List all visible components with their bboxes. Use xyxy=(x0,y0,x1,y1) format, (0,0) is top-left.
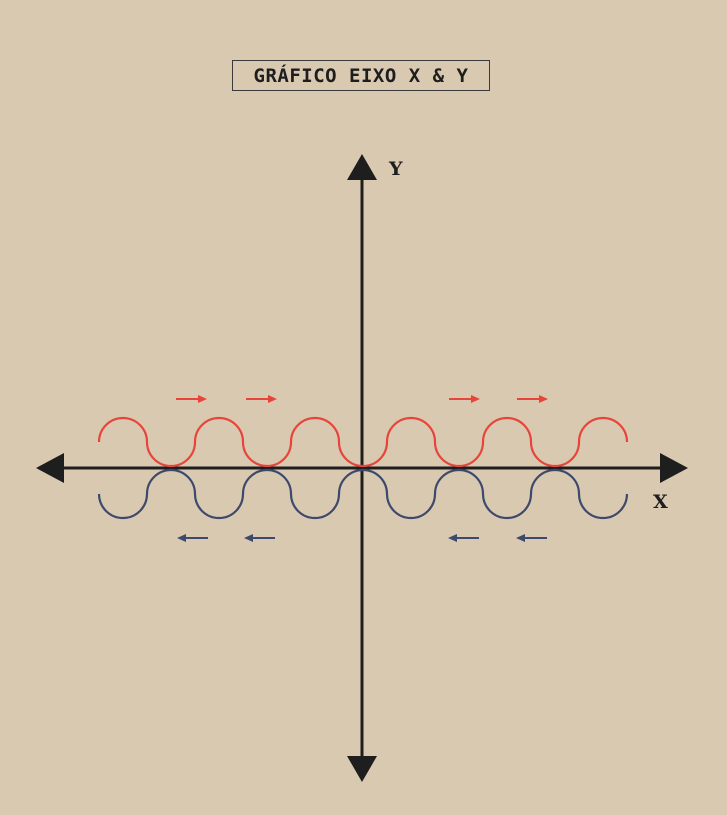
right-arrow-icon xyxy=(246,395,277,403)
left-arrow-icon xyxy=(177,534,208,542)
page-title: GRÁFICO EIXO X & Y xyxy=(253,64,469,87)
lower-wave xyxy=(97,468,629,520)
left-arrow-icon xyxy=(244,534,275,542)
x-axis-label: X xyxy=(653,491,668,513)
upper-wave xyxy=(97,416,629,468)
upper-direction-arrows xyxy=(176,395,548,403)
x-axis-right-arrowhead xyxy=(660,453,688,483)
right-arrow-icon xyxy=(517,395,548,403)
y-axis-bottom-arrowhead xyxy=(347,756,377,782)
lower-direction-arrows xyxy=(177,534,547,542)
right-arrow-icon xyxy=(449,395,480,403)
left-arrow-icon xyxy=(448,534,479,542)
y-axis-label: Y xyxy=(388,158,403,180)
left-arrow-icon xyxy=(516,534,547,542)
right-arrow-icon xyxy=(176,395,207,403)
y-axis-top-arrowhead xyxy=(347,154,377,180)
title-box: GRÁFICO EIXO X & Y xyxy=(232,60,490,91)
x-axis-left-arrowhead xyxy=(36,453,64,483)
